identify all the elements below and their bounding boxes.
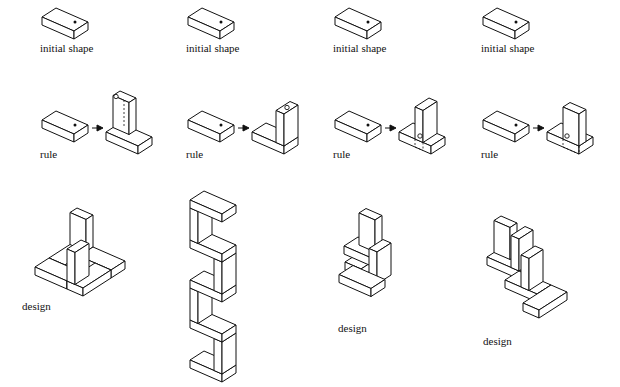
brick [339, 266, 385, 297]
brick [335, 8, 381, 39]
arrow-head [243, 125, 249, 131]
label-dot [74, 21, 77, 24]
hidden-edge [124, 100, 125, 126]
figure-label: rule [186, 148, 203, 161]
brick [67, 240, 89, 285]
figure-label: design [22, 300, 51, 313]
brick [563, 103, 586, 147]
label-circle [285, 105, 289, 109]
brick [521, 246, 543, 291]
label-dot [220, 124, 223, 127]
brick [42, 8, 88, 39]
brick [190, 191, 236, 222]
hidden-edge [563, 147, 579, 154]
brick [113, 91, 136, 135]
hidden-edge [563, 139, 564, 147]
label-circle [565, 134, 569, 138]
label-dot [74, 124, 77, 127]
brick [42, 111, 88, 142]
label-dot [515, 21, 518, 24]
figure-label: initial shape [40, 42, 93, 55]
hidden-edge [579, 146, 580, 154]
figure-label: design [338, 322, 367, 335]
brick [188, 8, 234, 39]
label-circle [114, 94, 118, 98]
figure-label: initial shape [333, 42, 386, 55]
arrow-head [97, 125, 103, 131]
label-dot [220, 21, 223, 24]
brick [188, 111, 234, 142]
figure-label: rule [481, 148, 498, 161]
figure-label: initial shape [186, 42, 239, 55]
hidden-edge [423, 143, 424, 151]
figure-label: rule [333, 148, 350, 161]
label-dot [515, 124, 518, 127]
brick [523, 285, 567, 318]
arrow-head [538, 125, 544, 131]
arrow-head [390, 125, 396, 131]
brick [483, 111, 529, 142]
hidden-edge [415, 147, 423, 151]
brick [335, 111, 381, 142]
label-dot [367, 124, 370, 127]
brick [276, 102, 298, 147]
figure-label: design [483, 335, 512, 348]
hidden-edge [415, 139, 416, 147]
label-dot [367, 21, 370, 24]
figure-label: rule [40, 148, 57, 161]
label-circle [418, 134, 422, 138]
brick [483, 8, 529, 39]
figure-label: initial shape [481, 42, 534, 55]
brick [415, 98, 437, 143]
